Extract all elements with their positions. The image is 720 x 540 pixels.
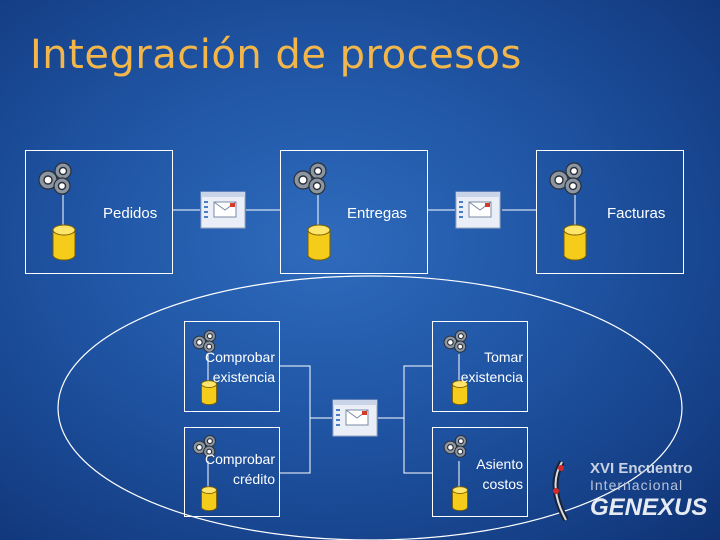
subprocess-label-line: Tomar bbox=[484, 349, 523, 365]
gears-icon bbox=[38, 162, 72, 195]
gears-icon bbox=[192, 435, 216, 458]
subprocess-label-line: existencia bbox=[212, 369, 275, 385]
gears-icon bbox=[293, 162, 327, 195]
subprocess-label-line: Comprobar bbox=[204, 349, 275, 365]
database-icon bbox=[201, 380, 217, 406]
process-box-entregas bbox=[280, 150, 428, 274]
subprocess-label-line: Comprobar bbox=[204, 451, 275, 467]
message-window-icon bbox=[200, 191, 246, 229]
process-label-entregas: Entregas bbox=[347, 205, 408, 222]
gears-icon bbox=[549, 162, 583, 195]
subprocess-label-asiento-costos: Asiento costos bbox=[438, 454, 523, 494]
process-box-facturas bbox=[536, 150, 684, 274]
message-window-icon bbox=[332, 399, 378, 437]
gears-icon bbox=[443, 435, 467, 458]
subprocess-box-asiento-costos bbox=[432, 427, 528, 517]
subprocess-box-comprobar-credito bbox=[184, 427, 280, 517]
logo-line-1: XVI Encuentro bbox=[590, 460, 693, 477]
subprocess-label-comprobar-credito: Comprobar crédito bbox=[190, 449, 275, 489]
database-icon bbox=[201, 486, 217, 512]
subprocess-label-line: costos bbox=[482, 476, 523, 492]
subprocess-box-comprobar-existencia bbox=[184, 321, 280, 412]
slide-title: Integración de procesos bbox=[30, 32, 522, 78]
database-icon bbox=[563, 224, 587, 261]
subprocess-label-line: existencia bbox=[460, 369, 523, 385]
process-box-pedidos bbox=[25, 150, 173, 274]
subprocess-label-line: Asiento bbox=[476, 456, 523, 472]
logo-swoosh-icon bbox=[552, 460, 569, 522]
message-window-icon bbox=[455, 191, 501, 229]
subprocess-label-tomar-existencia: Tomar existencia bbox=[438, 347, 523, 387]
database-icon bbox=[52, 224, 76, 261]
logo-brand: GENEXUS bbox=[590, 494, 708, 521]
process-label-pedidos: Pedidos bbox=[103, 205, 158, 222]
gears-icon bbox=[192, 330, 216, 353]
logo-line-2: Internacional bbox=[590, 477, 684, 493]
subprocess-label-comprobar-existencia: Comprobar existencia bbox=[190, 347, 275, 387]
gears-icon bbox=[443, 330, 467, 353]
database-icon bbox=[452, 380, 468, 406]
subprocess-box-tomar-existencia bbox=[432, 321, 528, 412]
database-icon bbox=[307, 224, 331, 261]
process-label-facturas: Facturas bbox=[607, 205, 666, 222]
event-logo: XVI Encuentro Internacional GENEXUS bbox=[548, 458, 718, 524]
subprocess-label-line: crédito bbox=[232, 471, 275, 487]
database-icon bbox=[452, 486, 468, 512]
